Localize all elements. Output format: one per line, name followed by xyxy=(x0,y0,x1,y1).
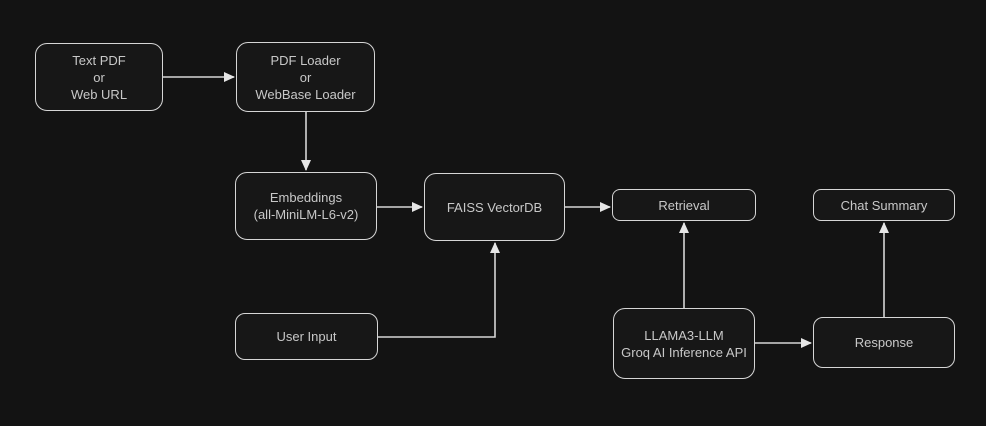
node-label-line: Text PDF xyxy=(72,52,126,68)
node-label-line: (all-MiniLM-L6-v2) xyxy=(253,207,359,222)
node-response: Response xyxy=(813,317,955,368)
node-label-line: LLAMA3-LLM xyxy=(644,327,724,343)
node-faiss-vectordb: FAISS VectorDB xyxy=(424,173,565,241)
node-chat-summary: Chat Summary xyxy=(813,189,955,221)
node-embeddings: Embeddings (all-MiniLM-L6-v2) xyxy=(235,172,377,240)
node-label-line: Retrieval xyxy=(658,197,710,213)
node-label-line: Chat Summary xyxy=(840,197,928,213)
node-llama3-llm: LLAMA3-LLM Groq AI Inference API xyxy=(613,308,755,379)
node-user-input: User Input xyxy=(235,313,378,360)
node-pdf-loader: PDF Loader or WebBase Loader xyxy=(236,42,375,112)
node-label-line: or xyxy=(299,69,312,85)
node-label-line: Embeddings xyxy=(269,190,343,205)
node-label-line: FAISS VectorDB xyxy=(446,199,543,215)
node-text-pdf-or-web-url: Text PDF or Web URL xyxy=(35,43,163,111)
arrow-userinput-to-faiss xyxy=(378,242,500,338)
node-label-line: PDF Loader xyxy=(270,52,341,68)
node-label-line: WebBase Loader xyxy=(255,86,356,102)
node-label-line: User Input xyxy=(276,329,337,344)
node-label-line: or xyxy=(93,69,105,85)
node-label-line: Web URL xyxy=(70,86,128,102)
node-label-line: Response xyxy=(854,335,914,350)
node-label-line: Groq AI Inference API xyxy=(621,344,747,360)
node-retrieval: Retrieval xyxy=(612,189,756,221)
